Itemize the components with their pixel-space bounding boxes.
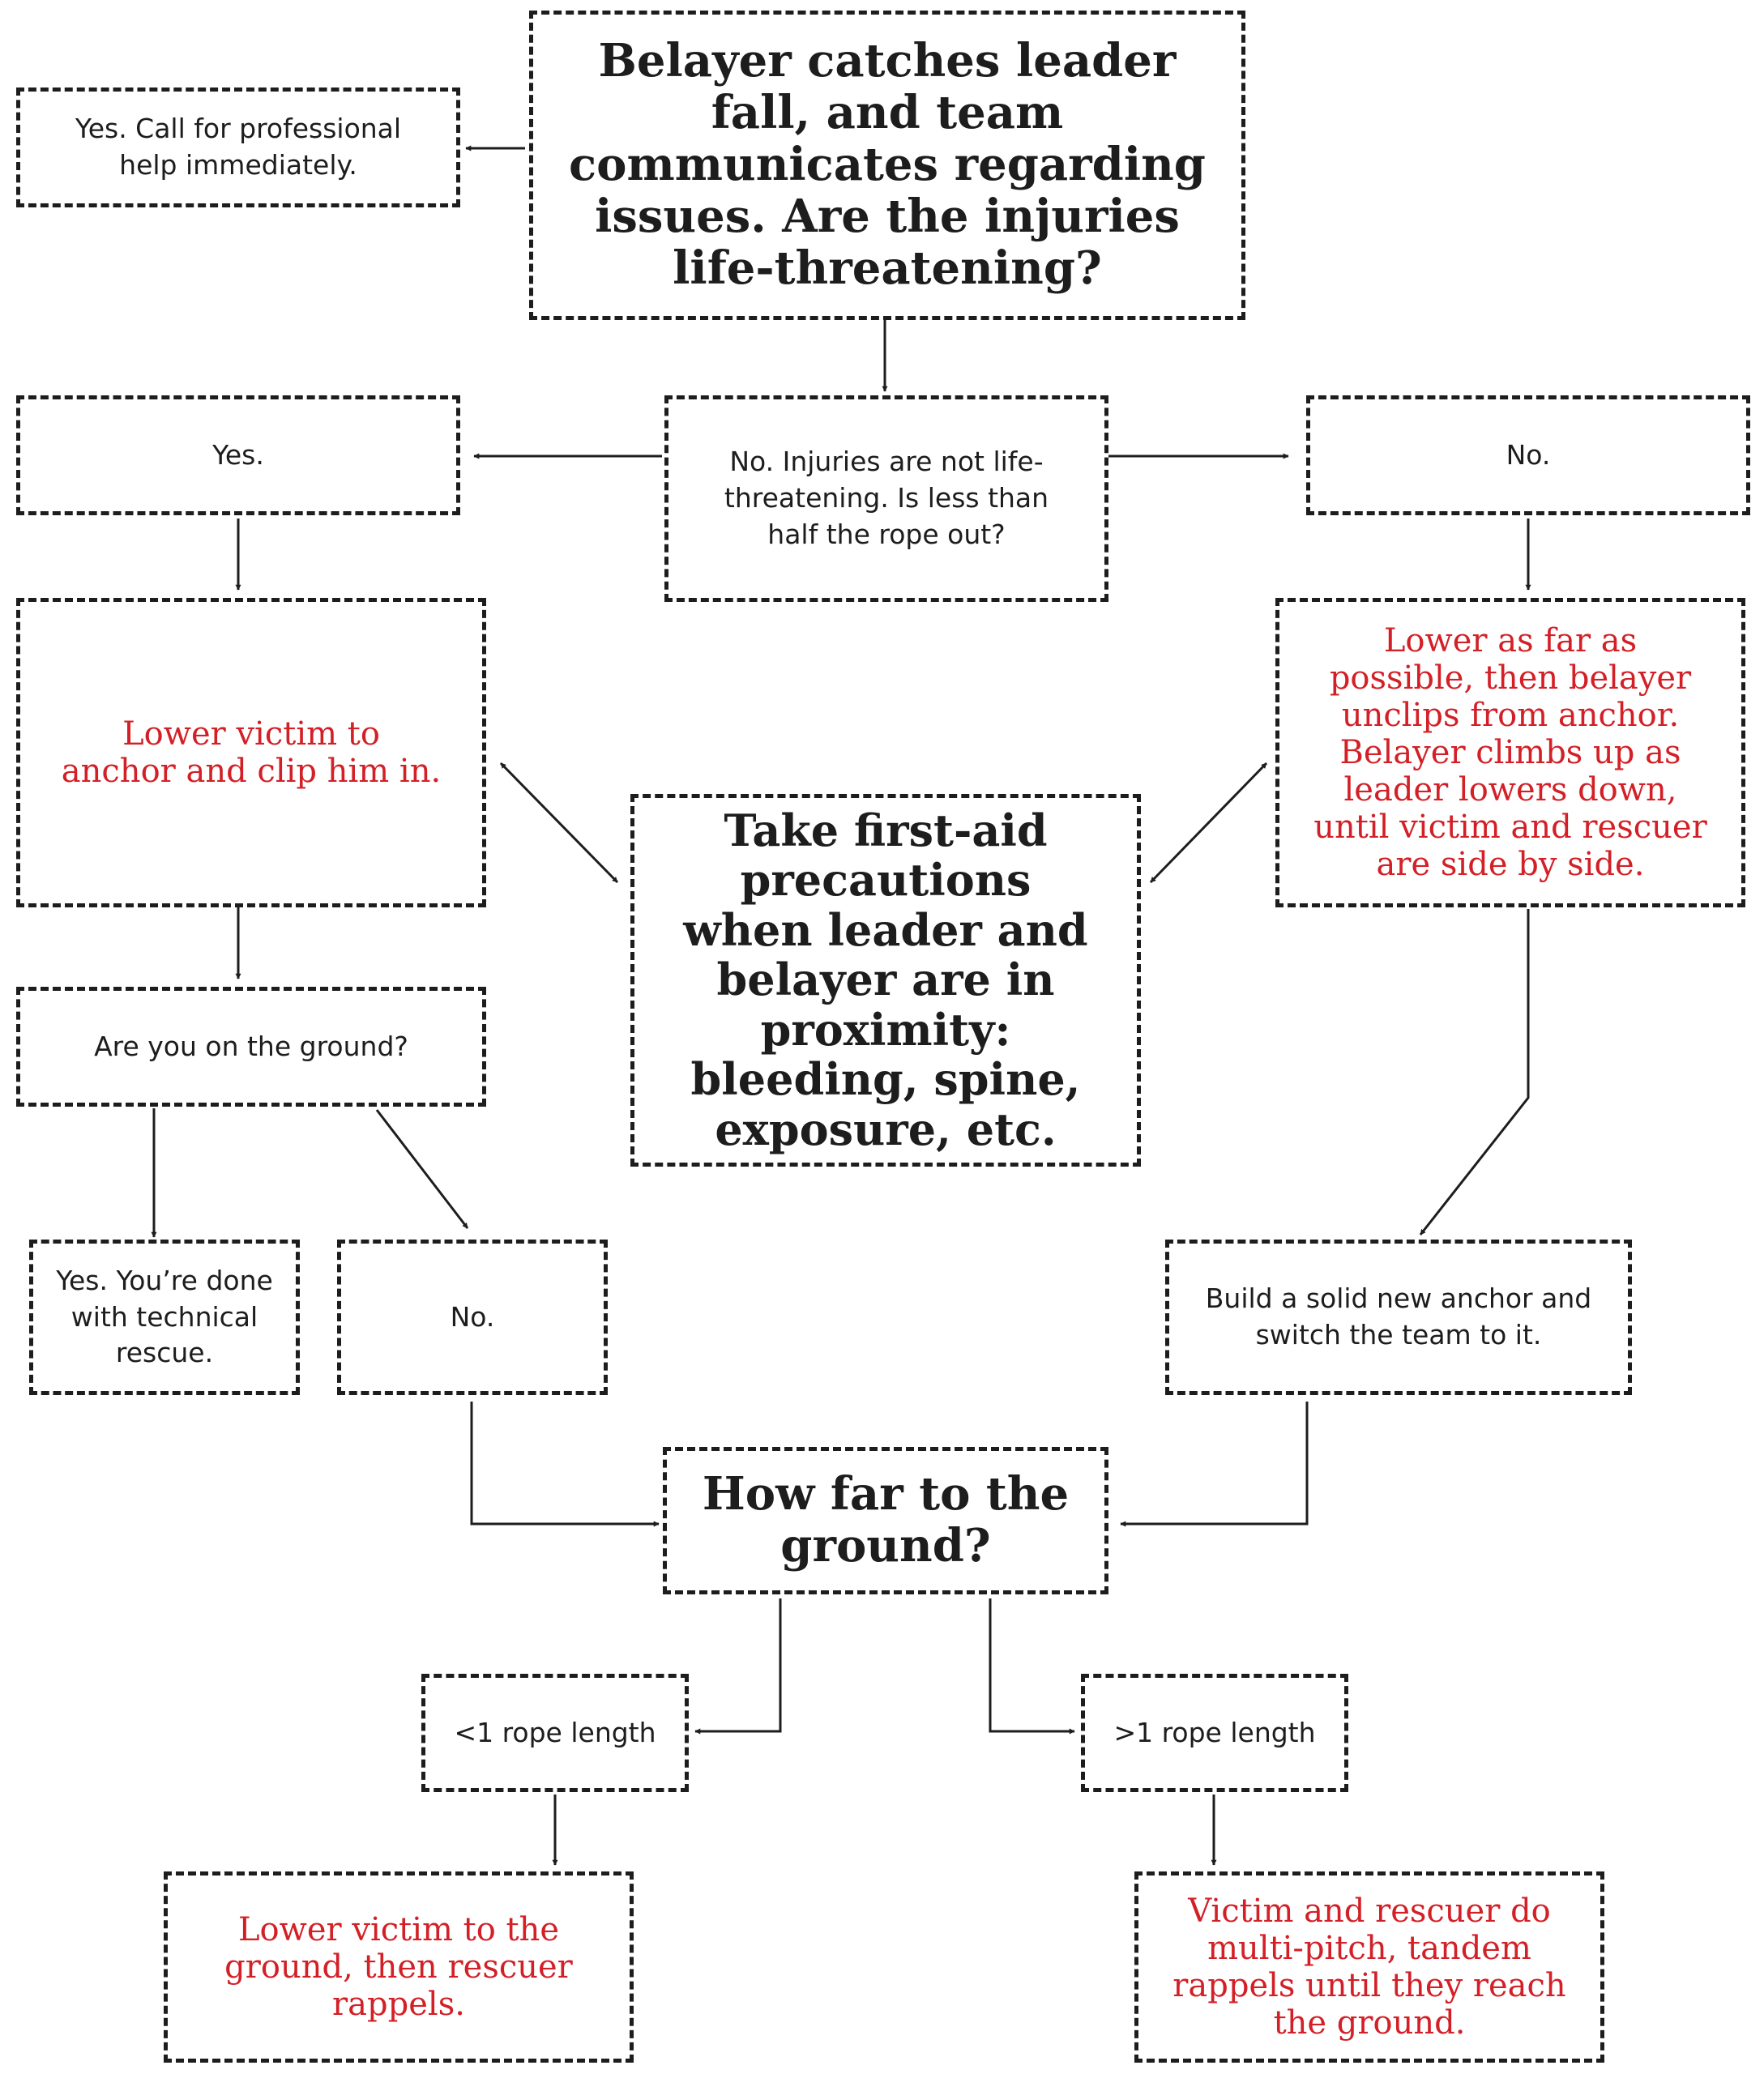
yes-done-box: Yes. You’re done with technical rescue.	[29, 1240, 300, 1395]
less-rope-box: <1 rope length	[421, 1674, 689, 1792]
no-ground-text: No.	[450, 1300, 495, 1333]
yes-done-text: Yes. You’re done with technical rescue.	[56, 1264, 273, 1369]
lower-to-anchor-box: Lower victim to anchor and clip him in.	[16, 598, 486, 907]
yes-half-rope-text: Yes.	[212, 438, 264, 471]
first-aid-text: Take first-aid precautions when leader a…	[683, 804, 1088, 1155]
lower-ground-rappel-text: Lower victim to the ground, then rescuer…	[224, 1911, 573, 2023]
more-rope-text: >1 rope length	[1113, 1716, 1316, 1748]
yes-half-rope-box: Yes.	[16, 395, 460, 515]
build-anchor-text: Build a solid new anchor and switch the …	[1205, 1282, 1592, 1351]
first-aid-box: Take first-aid precautions when leader a…	[630, 794, 1141, 1167]
arrow-lower-far-to-build-anchor	[1419, 909, 1530, 1235]
arrow-how-far-to-more-rope	[989, 1598, 1075, 1735]
no-half-rope-box: No.	[1306, 395, 1750, 515]
tandem-rappels-box: Victim and rescuer do multi-pitch, tande…	[1134, 1871, 1604, 2063]
tandem-rappels-text: Victim and rescuer do multi-pitch, tande…	[1172, 1893, 1566, 2042]
no-half-rope-text: No.	[1506, 438, 1551, 471]
lower-far-possible-text: Lower as far as possible, then belayer u…	[1313, 622, 1707, 883]
arrow-no-ground-to-how-far	[470, 1402, 660, 1527]
no-ground-box: No.	[337, 1240, 608, 1395]
call-help-text: Yes. Call for professional help immediat…	[75, 113, 402, 181]
arrow-how-far-to-less-rope	[694, 1598, 782, 1735]
arrow-lower-anchor-first-aid	[499, 762, 619, 884]
start-question-box: Belayer catches leader fall, and team co…	[529, 11, 1245, 320]
more-rope-box: >1 rope length	[1081, 1674, 1348, 1792]
lower-to-anchor-text: Lower victim to anchor and clip him in.	[61, 715, 442, 790]
less-rope-text: <1 rope length	[454, 1716, 656, 1748]
arrow-ground-to-no	[375, 1109, 469, 1229]
build-anchor-box: Build a solid new anchor and switch the …	[1165, 1240, 1632, 1395]
arrow-build-anchor-to-how-far	[1120, 1402, 1309, 1527]
start-question-text: Belayer catches leader fall, and team co…	[569, 34, 1206, 295]
how-far-box: How far to the ground?	[663, 1447, 1108, 1594]
no-injuries-text: No. Injuries are not life-threatening. I…	[724, 446, 1049, 550]
call-help-box: Yes. Call for professional help immediat…	[16, 87, 460, 207]
ground-question-box: Are you on the ground?	[16, 987, 486, 1107]
no-injuries-box: No. Injuries are not life-threatening. I…	[664, 395, 1108, 602]
arrow-lower-far-first-aid	[1149, 762, 1268, 884]
how-far-text: How far to the ground?	[702, 1467, 1070, 1573]
lower-far-possible-box: Lower as far as possible, then belayer u…	[1275, 598, 1745, 907]
ground-question-text: Are you on the ground?	[94, 1030, 408, 1062]
lower-ground-rappel-box: Lower victim to the ground, then rescuer…	[164, 1871, 634, 2063]
